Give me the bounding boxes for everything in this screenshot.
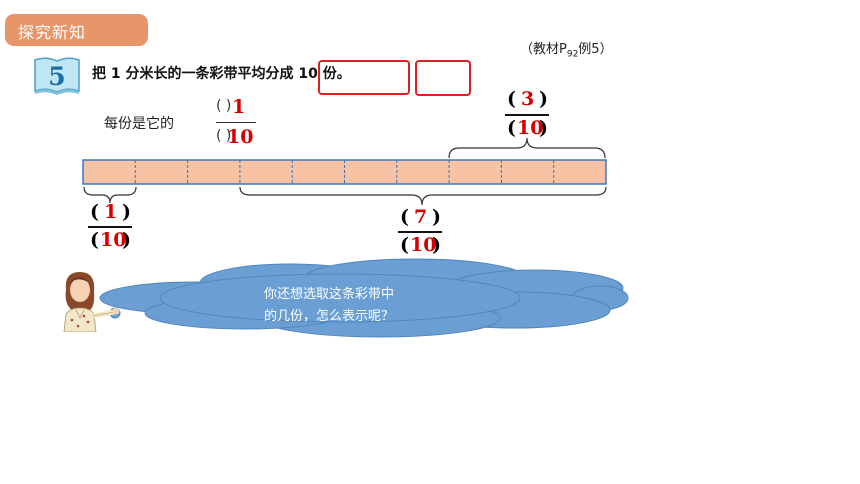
ribbon-segment bbox=[396, 160, 450, 184]
fraction-line bbox=[216, 122, 256, 123]
example-number-badge: 5 bbox=[32, 56, 82, 96]
ribbon-segment bbox=[83, 160, 136, 184]
ribbon-segment bbox=[239, 160, 293, 184]
fraction-one-tenth: ( 1 ) ( 10 ) bbox=[88, 201, 132, 251]
top-brace bbox=[448, 137, 606, 159]
section-tab: 探究新知 bbox=[5, 14, 148, 46]
textbook-reference: （教材P92例5） bbox=[520, 38, 613, 60]
fraction-numerator: 1 bbox=[232, 96, 246, 118]
colored-ribbon-strip bbox=[82, 159, 607, 185]
answer-box-2[interactable] bbox=[415, 60, 471, 96]
reference-page: 92 bbox=[566, 49, 579, 60]
ribbon-segment bbox=[553, 160, 606, 184]
fraction-seven-tenths: ( 7 ) ( 10 ) bbox=[398, 206, 442, 256]
fraction-paren-top: ( ) bbox=[216, 98, 232, 114]
fraction-paren-bottom: ( ) bbox=[216, 128, 232, 144]
fraction-denominator: 10 bbox=[410, 234, 437, 256]
each-part-fraction: ( ) 1 ( ) 10 bbox=[216, 96, 260, 148]
example-number: 5 bbox=[48, 62, 65, 91]
each-part-label: 每份是它的 bbox=[104, 116, 174, 132]
ribbon-segment bbox=[449, 160, 502, 184]
fraction-numerator: 7 bbox=[414, 206, 428, 228]
ribbon-segment bbox=[135, 160, 188, 184]
ribbon-segment bbox=[187, 160, 240, 184]
reference-prefix: （教材P bbox=[520, 42, 567, 57]
fraction-denominator: 10 bbox=[517, 117, 544, 139]
fraction-line bbox=[505, 114, 549, 116]
ribbon-segment bbox=[292, 160, 345, 184]
ribbon-border bbox=[82, 159, 607, 185]
fraction-line bbox=[88, 226, 132, 228]
teacher-illustration bbox=[63, 272, 120, 332]
bottom-brace-left bbox=[83, 186, 137, 204]
section-tab-label: 探究新知 bbox=[18, 23, 87, 42]
fraction-denominator: 10 bbox=[227, 126, 254, 148]
fraction-numerator: 1 bbox=[104, 201, 118, 223]
ribbon-segment bbox=[344, 160, 397, 184]
fraction-three-tenths: ( 3 ) ( 10 ) bbox=[505, 88, 549, 139]
answer-box-1[interactable] bbox=[318, 60, 410, 95]
speech-line-1: 你还想选取这条彩带中 bbox=[264, 287, 395, 302]
speech-line-2: 的几份，怎么表示呢？ bbox=[264, 309, 395, 324]
speech-bubble bbox=[99, 258, 629, 338]
fraction-denominator: 10 bbox=[100, 229, 127, 251]
fraction-line bbox=[398, 231, 442, 233]
reference-suffix: 例5） bbox=[578, 42, 613, 57]
ribbon-segment bbox=[501, 160, 554, 184]
bottom-brace-right bbox=[239, 186, 607, 206]
book-icon: 5 bbox=[34, 57, 80, 95]
fraction-numerator: 3 bbox=[521, 88, 535, 110]
speech-bubble-text: 你还想选取这条彩带中 的几份，怎么表示呢？ bbox=[264, 284, 440, 328]
problem-statement: 把 1 分米长的一条彩带平均分成 10 份。 bbox=[92, 66, 351, 82]
